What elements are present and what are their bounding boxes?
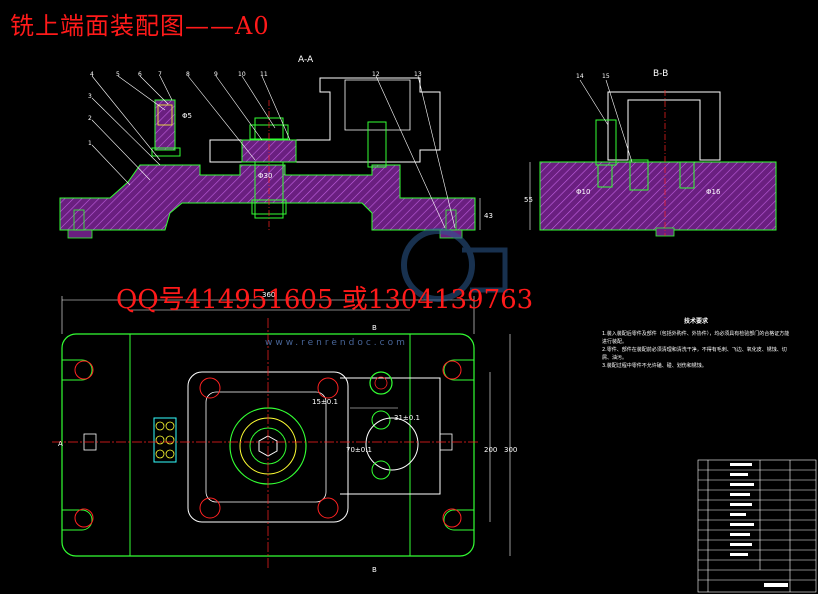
part-number: 7 — [158, 71, 162, 78]
dim-dia-5: Φ5 — [182, 112, 192, 120]
side-base-hatch — [539, 161, 777, 231]
dim-right-200: 200 — [484, 446, 497, 454]
part-number: 11 — [260, 71, 268, 78]
dim-dia-10: Φ10 — [576, 188, 590, 196]
upper-plate — [344, 79, 411, 131]
side-frame — [607, 91, 721, 161]
tech-line: 3.装配过程中零件不允许磕、碰、划伤和锈蚀。 — [602, 363, 707, 369]
part-number: 4 — [90, 71, 94, 78]
part-number: 14 — [576, 73, 584, 80]
label-mark-b-top: B — [372, 324, 377, 332]
dim-height-front: 43 — [484, 212, 493, 220]
technical-requirements: 技术要求 1.装入装配后零件及部件（包括外购件、外协件），均必须具有检验部门的合… — [602, 318, 790, 370]
watermark-url: www.renrendoc.com — [265, 338, 408, 348]
hole-large — [365, 417, 419, 471]
part-number: 8 — [186, 71, 190, 78]
dim-height-side: 55 — [524, 196, 533, 204]
dimension-labels: 43 55 360 200 300 31±0.1 70±0.1 15±0.1 Φ… — [182, 112, 721, 454]
tech-line: 2.零件、部件在装配前必须清理和清洗干净，不得有毛刺、飞边、氧化皮、锈蚀、切屑、… — [602, 347, 787, 361]
title-block — [697, 459, 817, 593]
hole-top — [369, 371, 393, 395]
plan-view — [52, 296, 511, 570]
dim-dia-16: Φ16 — [706, 188, 721, 196]
section-aa-view — [59, 75, 481, 239]
part-number: 2 — [88, 115, 92, 122]
dim-width-top: 360 — [262, 291, 275, 299]
label-section-aa: A-A — [298, 55, 314, 65]
watermark — [401, 228, 508, 302]
dim-dia-30: Φ30 — [258, 172, 272, 180]
part-number: 12 — [372, 71, 380, 78]
part-number: 10 — [238, 71, 246, 78]
part-number: 9 — [214, 71, 218, 78]
part-number: 6 — [138, 71, 142, 78]
label-section-bb: B-B — [653, 69, 668, 79]
dim-hole-a: 31±0.1 — [394, 414, 420, 422]
support-post — [367, 121, 387, 168]
part-number: 5 — [116, 71, 120, 78]
tech-title: 技术要求 — [683, 318, 708, 325]
section-bb-view — [529, 79, 777, 237]
part-number: 13 — [414, 71, 422, 78]
contact-overlay: QQ号414951605 或1304139763 — [116, 285, 534, 315]
part-number: 3 — [88, 93, 92, 100]
dim-hole-b: 70±0.1 — [346, 446, 372, 454]
part-number-labels: 4 5 6 7 8 9 10 11 3 2 1 12 13 14 15 — [88, 71, 610, 147]
label-mark-b-bottom: B — [372, 566, 377, 574]
part-number: 1 — [88, 140, 92, 147]
title-block-fill — [730, 463, 788, 587]
upper-fixture-frame — [209, 77, 441, 163]
drawing-title: 铣上端面装配图——A0 — [10, 12, 270, 40]
tech-line: 1.装入装配后零件及部件（包括外购件、外协件），均必须具有检验部门的合格证方能进… — [602, 331, 790, 345]
label-mark-a: A — [58, 440, 63, 448]
dim-small: 15±0.1 — [312, 398, 338, 406]
dim-right-300: 300 — [504, 446, 517, 454]
part-number: 15 — [602, 73, 610, 80]
